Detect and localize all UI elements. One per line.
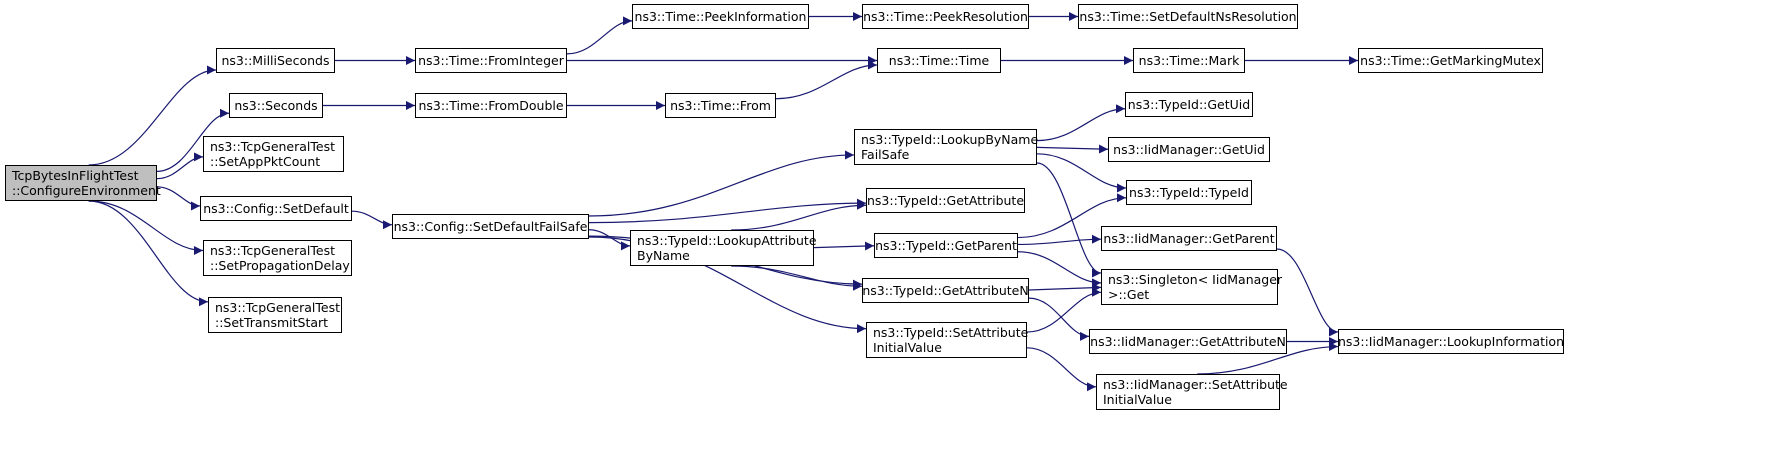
node-label: ns3::Time::Mark	[1138, 53, 1240, 68]
node-time-mark[interactable]: ns3::Time::Mark	[1133, 48, 1245, 73]
node-singleton-get[interactable]: ns3::Singleton< IidManager>::Get	[1101, 269, 1282, 305]
node-seconds[interactable]: ns3::Seconds	[229, 93, 323, 118]
node-time-fromdouble[interactable]: ns3::Time::FromDouble	[415, 93, 567, 118]
node-label: ns3::TypeId::GetUid	[1127, 97, 1251, 112]
edge-root-to-setpropagationdelay	[88, 200, 204, 255]
node-label: ns3::TypeId::LookupByName	[861, 132, 1039, 147]
edge-time-from-to-time-time	[775, 60, 878, 100]
node-label: ns3::Time::From	[670, 98, 771, 113]
node-label: ns3::MilliSeconds	[221, 53, 330, 68]
node-time-frominteger[interactable]: ns3::Time::FromInteger	[415, 48, 567, 73]
node-label: ns3::Config::SetDefault	[203, 201, 349, 216]
edge-typeid-getattributen-to-singleton-get	[1028, 283, 1102, 293]
node-label: ns3::IidManager::GetParent	[1103, 231, 1275, 246]
node-label: ns3::Config::SetDefaultFailSafe	[393, 219, 588, 234]
node-setapppktcount[interactable]: ns3::TcpGeneralTest::SetAppPktCount	[203, 136, 344, 172]
edge-root-to-milliseconds	[88, 65, 217, 166]
node-config-setdefaultfailsafe[interactable]: ns3::Config::SetDefaultFailSafe	[392, 214, 589, 239]
edge-root-to-settransmitstart	[88, 200, 209, 307]
node-time-time[interactable]: ns3::Time::Time	[877, 48, 1001, 73]
node-typeid-getuid[interactable]: ns3::TypeId::GetUid	[1125, 92, 1253, 117]
edge-typeid-getparent-to-iidmanager-getparent	[1017, 234, 1102, 246]
node-iidmanager-getattributen[interactable]: ns3::IidManager::GetAttributeN	[1089, 329, 1287, 354]
edge-iidmanager-getparent-to-iidmanager-lookupinformation	[1276, 248, 1339, 337]
edge-typeid-lookupbynamefailsafe-to-typeid-typeid	[1036, 153, 1127, 193]
edge-root-to-config-setdefault	[156, 186, 201, 211]
node-label: ns3::IidManager::GetAttributeN	[1090, 334, 1286, 349]
node-iidmanager-lookupinformation[interactable]: ns3::IidManager::LookupInformation	[1338, 329, 1564, 354]
node-milliseconds[interactable]: ns3::MilliSeconds	[216, 48, 335, 73]
edge-typeid-lookupbynamefailsafe-to-typeid-getuid	[1036, 104, 1126, 142]
node-label: ns3::TypeId::GetAttribute	[866, 193, 1025, 208]
node-config-setdefault[interactable]: ns3::Config::SetDefault	[200, 196, 352, 221]
edge-typeid-lookupattributebyname-to-typeid-getparent	[813, 241, 875, 251]
node-label: ns3::TypeId::SetAttribute	[873, 325, 1029, 340]
edge-typeid-setattributeinitialvalue-to-iidmanager-setattributeinitialvalue	[1026, 347, 1097, 392]
node-label: InitialValue	[873, 340, 942, 355]
node-label: ns3::Singleton< IidManager	[1108, 272, 1283, 287]
node-time-getmarkingmutex[interactable]: ns3::Time::GetMarkingMutex	[1358, 48, 1543, 73]
node-label: ns3::TcpGeneralTest	[210, 243, 336, 258]
node-label: ns3::Time::FromInteger	[418, 53, 564, 68]
edge-typeid-getparent-to-typeid-typeid	[1017, 193, 1127, 239]
node-time-from[interactable]: ns3::Time::From	[665, 93, 776, 118]
node-label: ns3::Time::PeekResolution	[863, 9, 1028, 24]
node-label: ns3::Time::FromDouble	[418, 98, 564, 113]
node-label: >::Get	[1108, 287, 1150, 302]
node-label: ns3::IidManager::GetUid	[1113, 142, 1265, 157]
edge-root-to-setapppktcount	[156, 152, 204, 180]
node-label: ns3::Seconds	[234, 98, 318, 113]
edge-root-to-seconds	[156, 108, 230, 172]
edge-typeid-lookupbynamefailsafe-to-singleton-get	[1036, 162, 1102, 278]
node-label: ::ConfigureEnvironment	[12, 183, 161, 198]
node-setpropagationdelay[interactable]: ns3::TcpGeneralTest::SetPropagationDelay	[203, 240, 352, 276]
node-iidmanager-getparent[interactable]: ns3::IidManager::GetParent	[1101, 226, 1277, 251]
node-label: ::SetAppPktCount	[210, 154, 321, 169]
node-label: ns3::Time::SetDefaultNsResolution	[1079, 9, 1297, 24]
node-label: ns3::IidManager::SetAttribute	[1103, 377, 1288, 392]
node-label: ByName	[637, 248, 690, 263]
edge-config-setdefaultfailsafe-to-typeid-getattribute	[588, 198, 867, 224]
node-time-peekinformation[interactable]: ns3::Time::PeekInformation	[632, 4, 809, 29]
node-typeid-typeid[interactable]: ns3::TypeId::TypeId	[1126, 180, 1252, 205]
node-label: ns3::Time::GetMarkingMutex	[1360, 53, 1541, 68]
node-label: ::SetTransmitStart	[215, 315, 329, 330]
node-label: ns3::TypeId::GetParent	[875, 238, 1017, 253]
node-label: ns3::TcpGeneralTest	[215, 300, 341, 315]
node-label: FailSafe	[861, 147, 910, 162]
edge-config-setdefault-to-config-setdefaultfailsafe	[351, 210, 393, 230]
edge-typeid-lookupbynamefailsafe-to-iidmanager-getuid	[1036, 144, 1109, 154]
node-label: TcpBytesInFlightTest	[12, 168, 139, 183]
node-typeid-getparent[interactable]: ns3::TypeId::GetParent	[874, 233, 1018, 258]
node-label: ns3::TypeId::LookupAttribute	[637, 233, 817, 248]
node-label: ns3::IidManager::LookupInformation	[1338, 334, 1565, 349]
node-label: InitialValue	[1103, 392, 1172, 407]
node-label: ns3::Time::PeekInformation	[634, 9, 807, 24]
edge-time-frominteger-to-time-peekinformation	[566, 16, 633, 55]
node-time-setdefaultnsresolution[interactable]: ns3::Time::SetDefaultNsResolution	[1078, 4, 1298, 29]
node-label: ns3::Time::Time	[888, 53, 990, 68]
edge-iidmanager-setattributeinitialvalue-to-iidmanager-lookupinformation	[1197, 342, 1339, 375]
node-root: TcpBytesInFlightTest::ConfigureEnvironme…	[5, 165, 161, 201]
edge-typeid-lookupattributebyname-to-typeid-getattributen	[731, 265, 863, 291]
node-label: ::SetPropagationDelay	[210, 258, 350, 273]
edge-typeid-getparent-to-singleton-get	[1017, 251, 1102, 288]
node-iidmanager-getuid[interactable]: ns3::IidManager::GetUid	[1108, 137, 1270, 162]
node-typeid-getattribute[interactable]: ns3::TypeId::GetAttribute	[866, 188, 1025, 213]
edge-typeid-lookupattributebyname-to-typeid-getattribute	[731, 200, 867, 231]
node-time-peekresolution[interactable]: ns3::Time::PeekResolution	[862, 4, 1029, 29]
edge-typeid-setattributeinitialvalue-to-singleton-get	[1026, 287, 1102, 333]
edge-config-setdefaultfailsafe-to-typeid-lookupbynamefailsafe	[588, 150, 855, 217]
node-typeid-getattributen[interactable]: ns3::TypeId::GetAttributeN	[862, 278, 1029, 303]
node-label: ns3::TcpGeneralTest	[210, 139, 336, 154]
node-settransmitstart[interactable]: ns3::TcpGeneralTest::SetTransmitStart	[208, 297, 342, 333]
node-label: ns3::TypeId::GetAttributeN	[862, 283, 1029, 298]
node-label: ns3::TypeId::TypeId	[1129, 185, 1249, 200]
